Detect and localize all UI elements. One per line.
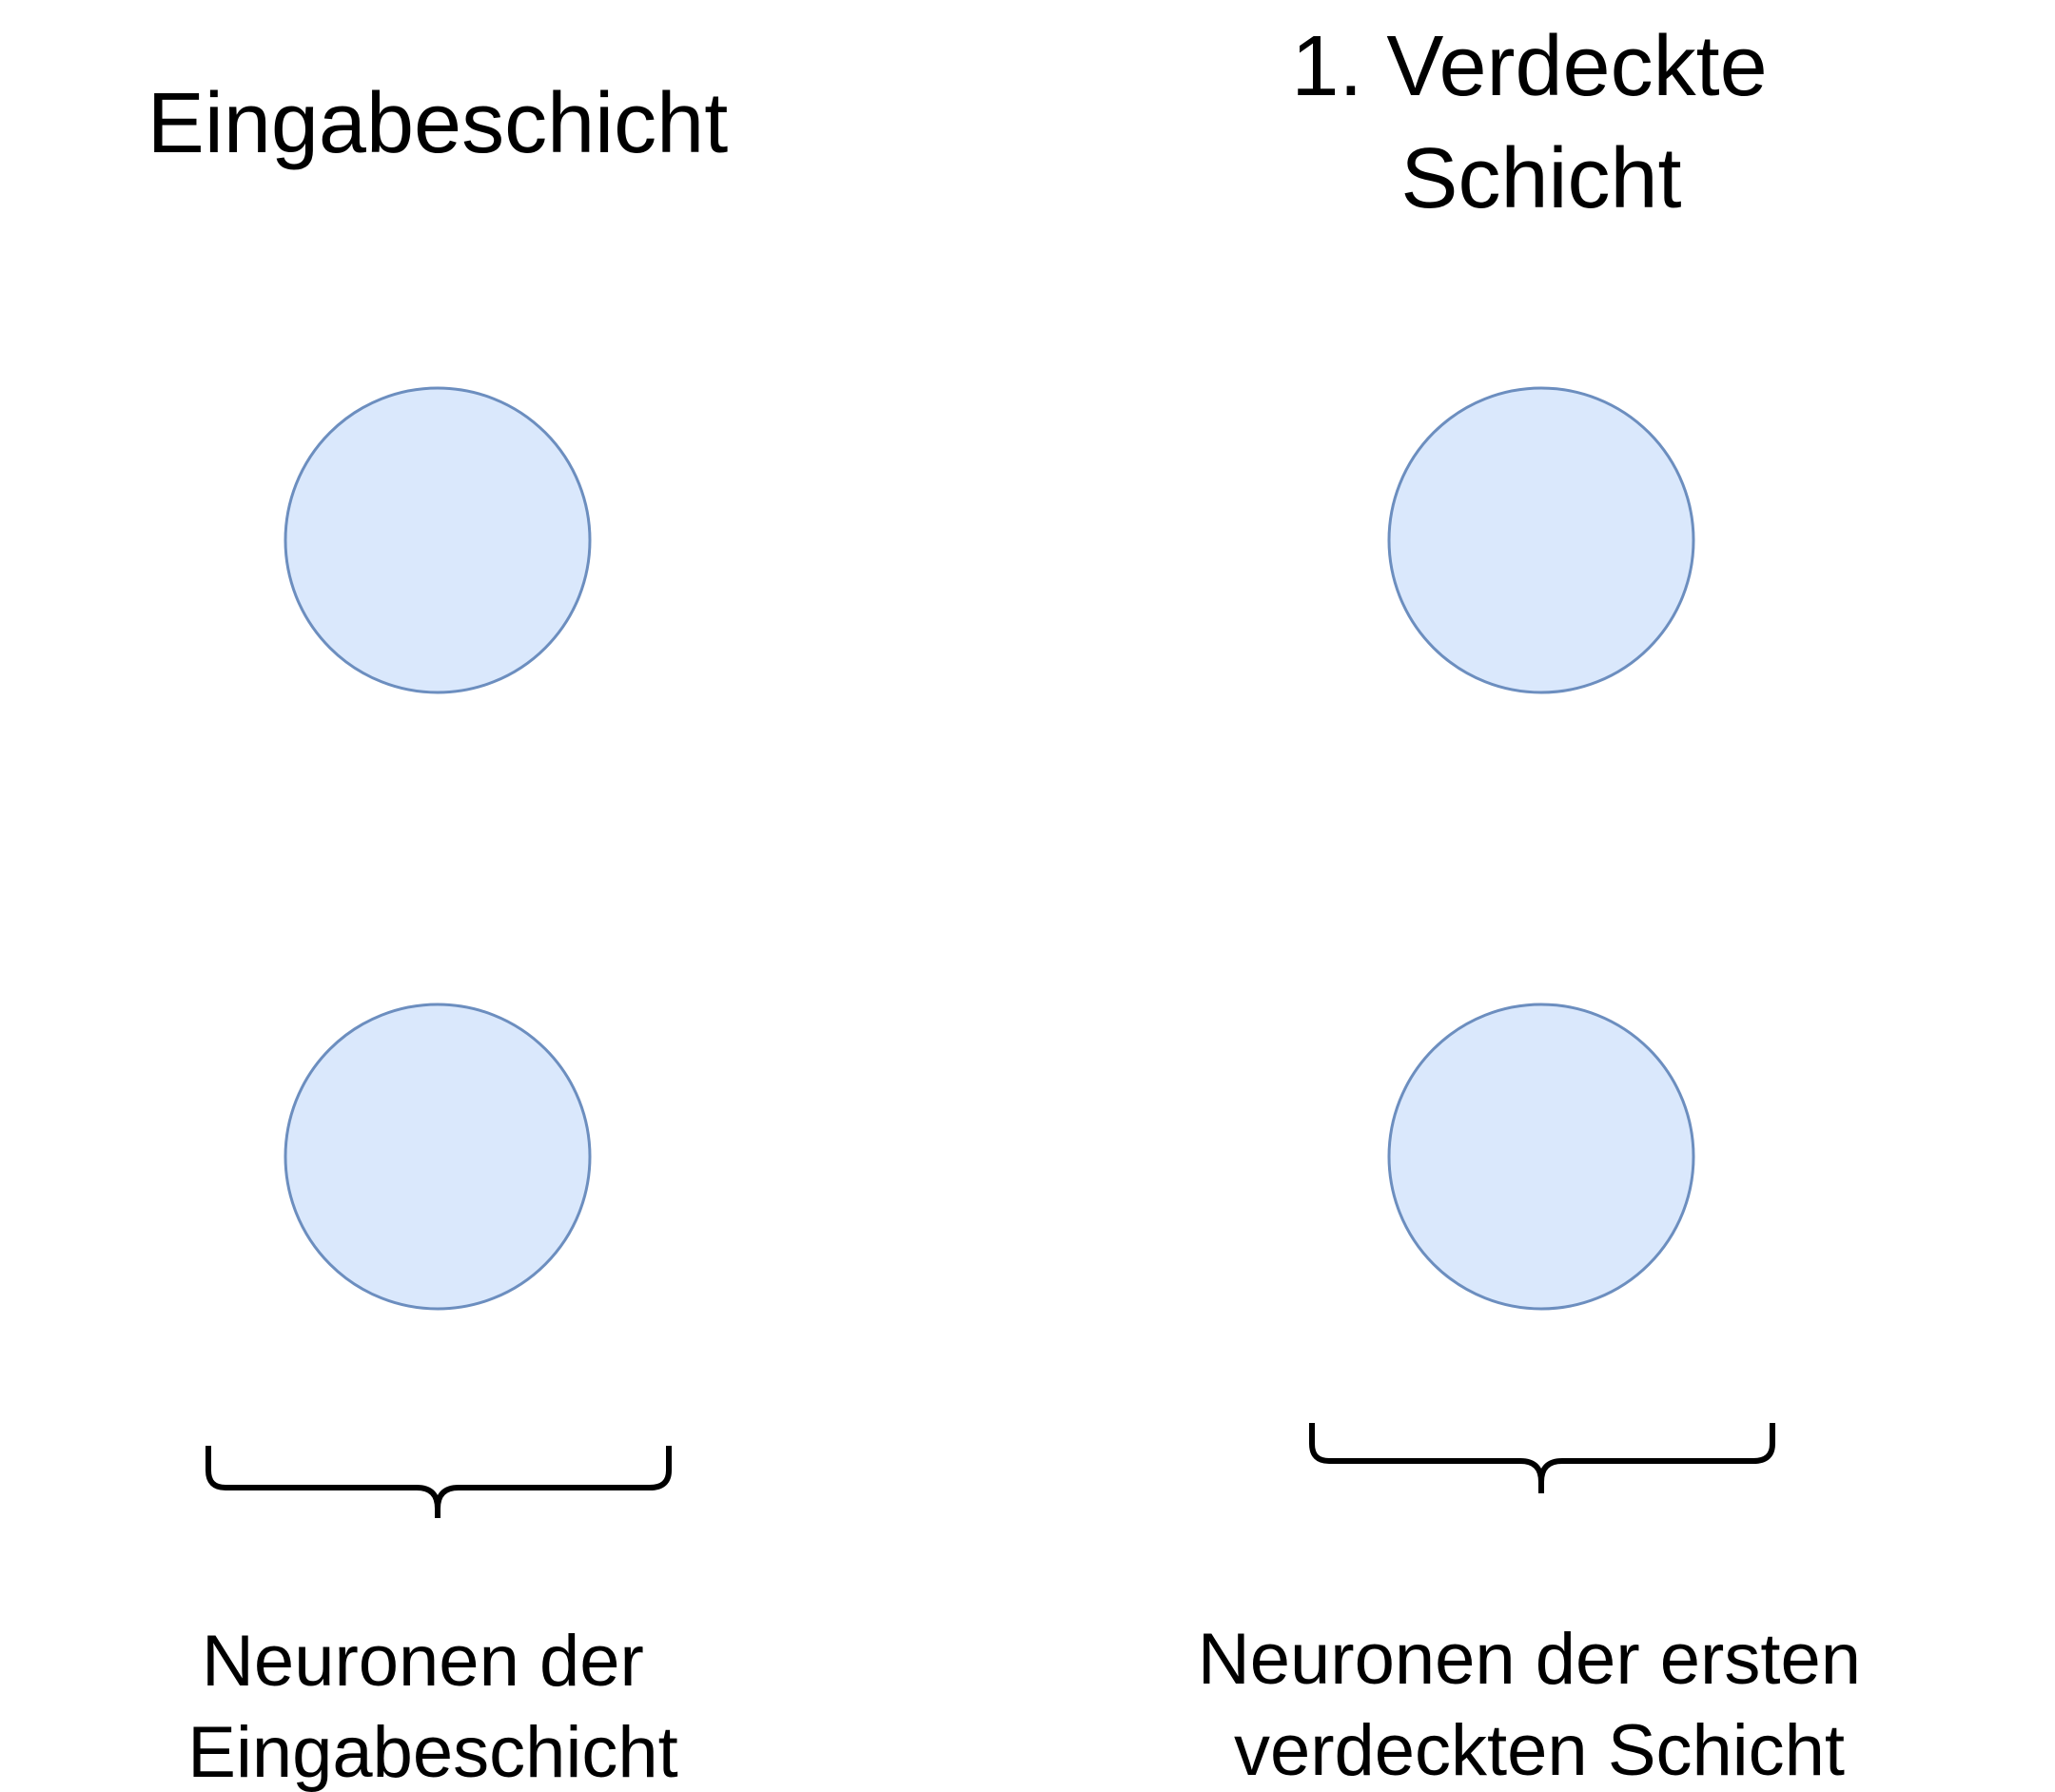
input-layer-caption-line-2: Eingabeschicht xyxy=(187,1712,677,1792)
input-layer-title: Eingabeschicht xyxy=(147,76,728,171)
input-neuron-2 xyxy=(284,1003,592,1311)
input-neuron-1 xyxy=(284,386,592,694)
hidden-neuron-1 xyxy=(1387,386,1695,694)
hidden-layer-caption-line-1: Neuronen der ersten xyxy=(1198,1619,1861,1700)
input-layer-brace xyxy=(206,1446,672,1518)
hidden-layer-brace xyxy=(1309,1423,1775,1493)
hidden-neuron-2 xyxy=(1387,1003,1695,1311)
input-layer-caption-line-1: Neuronen der xyxy=(202,1621,644,1702)
hidden-layer-caption: Neuronen der ersten verdeckten Schicht xyxy=(1198,1619,1881,1791)
input-layer-title-line-1: Eingabeschicht xyxy=(147,76,728,171)
hidden-layer-title: 1. Verdeckte Schicht xyxy=(1291,19,1791,226)
input-layer-caption: Neuronen der Eingabeschicht xyxy=(187,1621,677,1792)
hidden-layer-title-line-1: 1. Verdeckte xyxy=(1291,19,1767,114)
input-layer: Eingabeschicht Neuronen der Eingabeschic… xyxy=(147,76,728,1792)
hidden-layer-title-line-2: Schicht xyxy=(1400,131,1681,226)
hidden-layer-1: 1. Verdeckte Schicht Neuronen der ersten… xyxy=(1198,19,1881,1791)
hidden-layer-caption-line-2: verdeckten Schicht xyxy=(1234,1710,1845,1791)
